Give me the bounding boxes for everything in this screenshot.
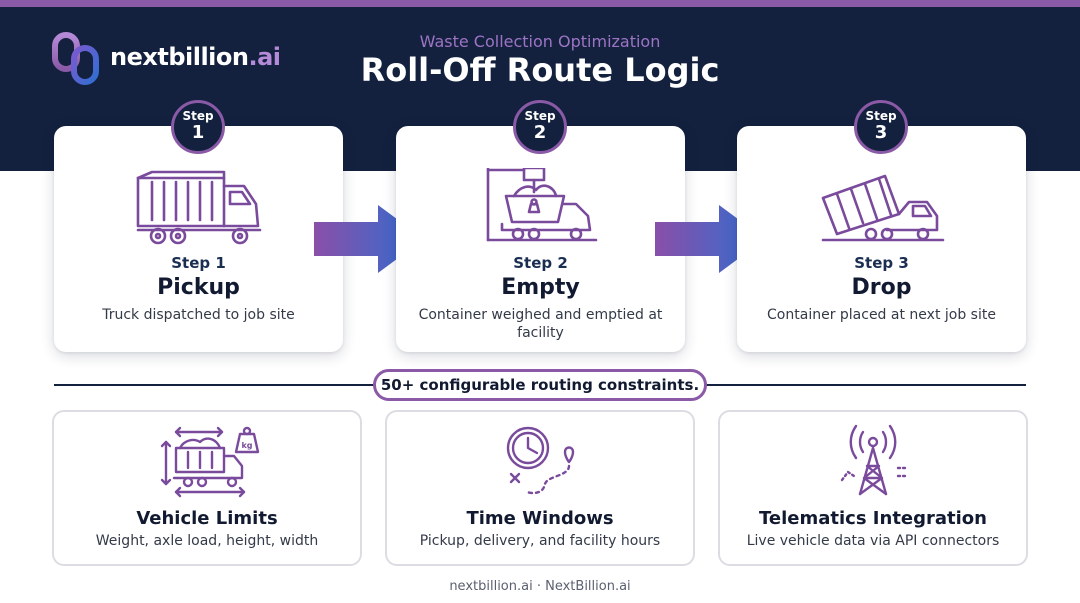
step-badge-1: Step 1 bbox=[171, 100, 225, 154]
step-badge-number: 3 bbox=[874, 122, 888, 143]
signal-tower-icon bbox=[840, 424, 908, 496]
step-label: Step 2 bbox=[513, 254, 568, 272]
feature-description: Live vehicle data via API connectors bbox=[746, 533, 1000, 549]
step-name: Empty bbox=[501, 275, 580, 300]
step-name: Pickup bbox=[157, 275, 240, 300]
feature-name: Telematics Integration bbox=[759, 508, 987, 529]
step-badge-label: Step bbox=[524, 109, 556, 123]
dump-truck-icon bbox=[821, 174, 945, 242]
step-badge-label: Step bbox=[865, 109, 897, 123]
step-name: Drop bbox=[851, 275, 912, 300]
feature-description: Weight, axle load, height, width bbox=[95, 533, 319, 549]
step-label: Step 1 bbox=[171, 254, 226, 272]
step-badge-label: Step bbox=[182, 109, 214, 123]
step-description: Container placed at next job site bbox=[767, 307, 996, 323]
feature-card-vehicle-limits: kg Vehicle Limits Weight, axle load, hei… bbox=[52, 410, 362, 566]
footer-credit: nextbillion.ai · NextBillion.ai bbox=[449, 579, 631, 594]
truck-dimensions-icon: kg bbox=[160, 426, 260, 498]
garbage-truck-icon bbox=[136, 170, 262, 245]
step-badge-2: Step 2 bbox=[513, 100, 567, 154]
step-badge-3: Step 3 bbox=[854, 100, 908, 154]
step-card-pickup: Step 1 Pickup Truck dispatched to job si… bbox=[54, 126, 343, 352]
feature-name: Vehicle Limits bbox=[136, 508, 278, 529]
feature-card-telematics: Telematics Integration Live vehicle data… bbox=[718, 410, 1028, 566]
step-card-drop: Step 3 Drop Container placed at next job… bbox=[737, 126, 1026, 352]
divider-line-left bbox=[54, 384, 374, 386]
feature-card-time-windows: Time Windows Pickup, delivery, and facil… bbox=[385, 410, 695, 566]
page-title: Roll-Off Route Logic bbox=[360, 51, 720, 89]
divider-line-right bbox=[706, 384, 1026, 386]
logo-text-main: nextbillion bbox=[110, 43, 249, 71]
constraints-banner: 50+ configurable routing constraints. bbox=[373, 369, 707, 401]
page-subtitle: Waste Collection Optimization bbox=[419, 32, 661, 51]
top-accent-stripe bbox=[0, 0, 1080, 7]
weigh-scale-truck-icon bbox=[486, 168, 598, 242]
feature-description: Pickup, delivery, and facility hours bbox=[419, 533, 661, 549]
step-badge-number: 1 bbox=[191, 122, 205, 143]
step-card-empty: Step 2 Empty Container weighed and empti… bbox=[396, 126, 685, 352]
logo-wordmark: nextbillion.ai bbox=[110, 43, 281, 71]
step-badge-number: 2 bbox=[533, 122, 547, 143]
feature-name: Time Windows bbox=[466, 508, 614, 529]
step-label: Step 3 bbox=[854, 254, 909, 272]
step-description: Container weighed and emptied at facilit… bbox=[418, 307, 663, 341]
svg-text:kg: kg bbox=[241, 441, 252, 450]
logo-text-suffix: .ai bbox=[248, 43, 281, 71]
clock-route-icon bbox=[506, 426, 575, 495]
step-description: Truck dispatched to job site bbox=[102, 307, 295, 323]
logo: nextbillion.ai bbox=[52, 31, 312, 87]
logo-mark-icon bbox=[52, 32, 99, 85]
